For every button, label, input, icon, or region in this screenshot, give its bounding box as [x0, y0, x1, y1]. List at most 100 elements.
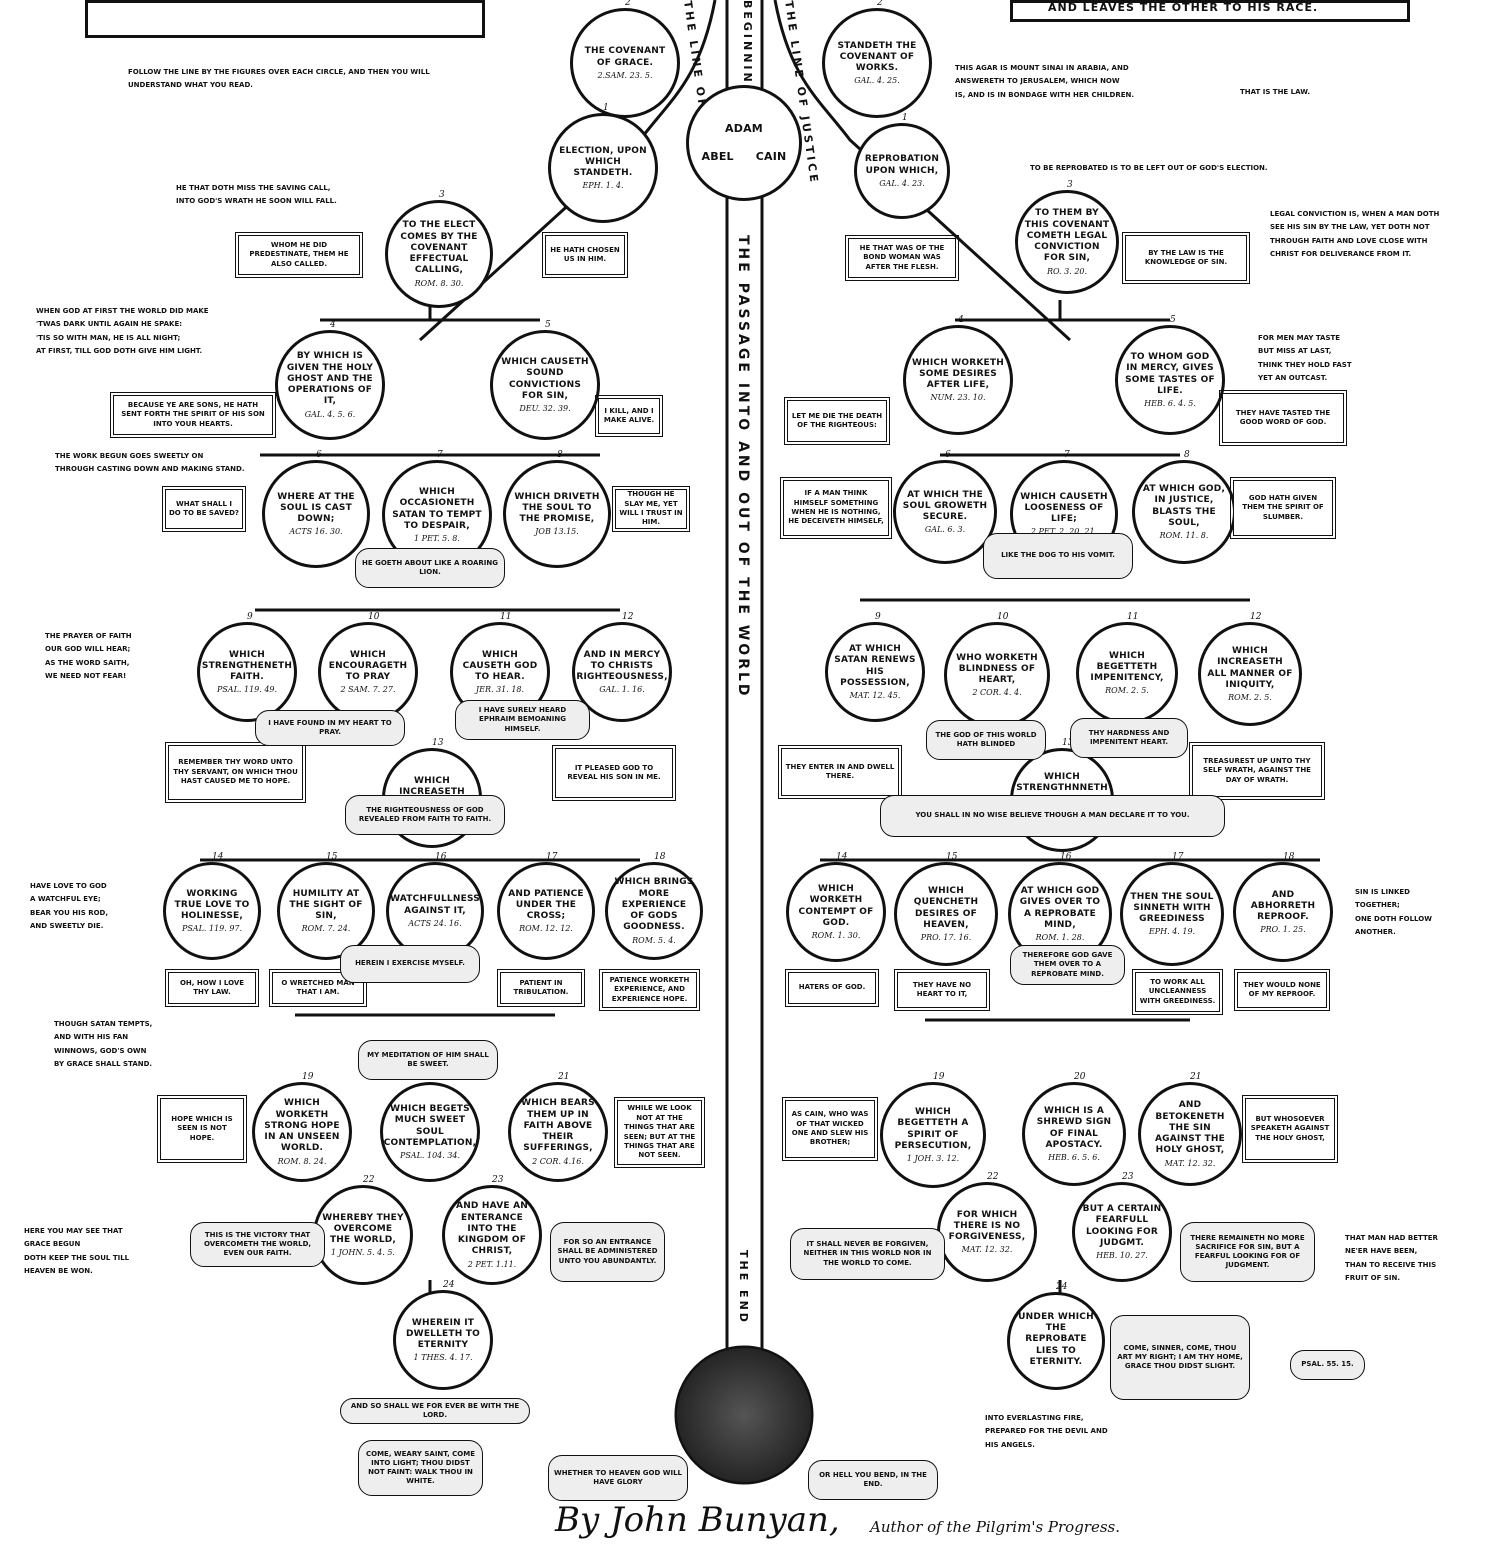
justice-circle-number: 16	[1060, 852, 1072, 862]
justice-circle-number: 9	[875, 612, 881, 622]
grace-text-box: HOPE WHICH IS SEEN IS NOT HOPE.	[157, 1095, 247, 1163]
grace-circle-number: 5	[545, 320, 551, 330]
justice-circle-text: AT WHICH GOD GIVES OVER TO A REPROBATE M…	[1019, 886, 1101, 930]
justice-text-box: HE THAT WAS OF THE BOND WOMAN WAS AFTER …	[845, 235, 959, 281]
grace-circle-ref: 2 SAM. 7. 27.	[340, 685, 396, 695]
justice-circle-text: WHICH WORKETH CONTEMPT OF GOD.	[798, 884, 874, 928]
justice-verse: LEGAL CONVICTION IS, WHEN A MAN DOTH SEE…	[1270, 210, 1440, 258]
justice-scroll-banner: IT SHALL NEVER BE FORGIVEN, NEITHER IN T…	[790, 1228, 945, 1280]
justice-circle-number: 8	[1184, 450, 1190, 460]
grace-circle-number: 21	[558, 1072, 570, 1082]
grace-circle-ref: 2.SAM. 23. 5.	[597, 70, 653, 80]
grace-scroll-banner: HE GOETH ABOUT LIKE A ROARING LION.	[355, 548, 505, 588]
grace-circle-text: AND HAVE AN ENTERANCE INTO THE KINGDOM O…	[456, 1201, 528, 1257]
justice-circle-number: 5	[1170, 315, 1176, 325]
justice-circle-ref: EPH. 4. 19.	[1148, 927, 1196, 937]
top-right-caption: AND LEAVES THE OTHER TO HIS RACE.	[1048, 1, 1319, 14]
justice-circle-text: UNDER WHICH THE REPROBATE LIES TO ETERNI…	[1018, 1311, 1094, 1367]
justice-circle-number: 21	[1190, 1072, 1202, 1082]
passage-label: THE PASSAGE INTO AND OUT OF THE WORLD	[735, 235, 751, 699]
justice-circle-text: AND ABHORRETH REPROOF.	[1250, 889, 1316, 923]
footer-right-scroll: OR HELL YOU BEND, IN THE END.	[808, 1460, 938, 1500]
grace-circle-number: 8	[557, 450, 563, 460]
grace-circle-ref: EPH. 1. 4.	[582, 181, 624, 191]
justice-verse: INTO EVERLASTING FIRE, PREPARED FOR THE …	[985, 1414, 1108, 1449]
grace-circle-ref: 1 PET. 5. 8.	[414, 534, 460, 543]
justice-circle-ref: PRO. 1. 25.	[1260, 925, 1306, 935]
instruction-text: FOLLOW THE LINE BY THE FIGURES OVER EACH…	[128, 68, 430, 90]
justice-text-box: AS CAIN, WHO WAS OF THAT WICKED ONE AND …	[782, 1097, 878, 1161]
justice-circle-ref: ROM. 1. 28.	[1035, 933, 1085, 942]
justice-circle-number: 2	[877, 0, 883, 8]
justice-circle-ref: MAT. 12. 45.	[849, 691, 901, 700]
justice-text-box: THEY HAVE TASTED THE GOOD WORD OF GOD.	[1219, 390, 1347, 446]
cain-label: CAIN	[755, 150, 787, 163]
grace-circle-number: 18	[654, 852, 666, 862]
justice-circle-number: 1	[902, 113, 908, 123]
grace-circle-text: HUMILITY AT THE SIGHT OF SIN,	[289, 888, 363, 922]
grace-scroll-banner: MY MEDITATION OF HIM SHALL BE SWEET.	[358, 1040, 498, 1080]
grace-verse: WHEN GOD AT FIRST THE WORLD DID MAKE 'TW…	[36, 307, 209, 355]
grace-circle-text: WHICH BRINGS MORE EXPERIENCE OF GODS GOO…	[614, 877, 694, 933]
justice-circle-ref: ROM. 2. 5.	[1228, 693, 1272, 702]
justice-circle-ref: HEB. 10. 27.	[1096, 1251, 1148, 1260]
grace-circle-number: 15	[326, 852, 338, 862]
justice-text-box: BY THE LAW IS THE KNOWLEDGE OF SIN.	[1122, 232, 1250, 284]
grace-circle-text: WORKING TRUE LOVE TO HOLINESSE,	[174, 888, 250, 922]
grace-circle-ref: JER. 31. 18.	[475, 685, 525, 695]
justice-text-box: GOD HATH GIVEN THEM THE SPIRIT OF SLUMBE…	[1230, 477, 1336, 539]
justice-circle-text: FOR WHICH THERE IS NO FORGIVENESS,	[948, 1209, 1026, 1243]
justice-circle-ref: NUM. 23. 10.	[930, 393, 986, 403]
grace-text-box: WHOM HE DID PREDESTINATE, THEM HE ALSO C…	[235, 232, 363, 278]
grace-circle-number: 17	[546, 852, 558, 862]
abel-label: ABEL	[701, 150, 734, 163]
justice-circle-number: 20	[1074, 1072, 1086, 1082]
justice-circle-ref: 2 COR. 4. 4.	[972, 688, 1022, 698]
signature-by: By John Bunyan,	[555, 1500, 840, 1540]
justice-circle-text: WHICH BEGETTETH IMPENITENCY,	[1090, 650, 1164, 684]
grace-scroll-banner: HEREIN I EXERCISE MYSELF.	[340, 945, 480, 983]
justice-circle-text: WHICH IS A SHREWD SIGN OF FINAL APOSTACY…	[1036, 1106, 1112, 1150]
adam-circle: ADAM ABEL CAIN	[686, 85, 802, 201]
grace-circle-number: 22	[363, 1175, 375, 1185]
justice-circle-ref: GAL. 4. 23.	[879, 178, 925, 188]
justice-circle-number: 7	[1064, 450, 1070, 460]
justice-verse: FOR MEN MAY TASTE BUT MISS AT LAST, THIN…	[1258, 334, 1352, 382]
justice-scroll-banner: THEREFORE GOD GAVE THEM OVER TO A REPROB…	[1010, 945, 1125, 985]
justice-text-box: THEY HAVE NO HEART TO IT,	[894, 969, 990, 1011]
justice-circle-number: 19	[933, 1072, 945, 1082]
grace-circle-number: 13	[432, 738, 444, 748]
grace-verse: THE PRAYER OF FAITH OUR GOD WILL HEAR; A…	[45, 632, 132, 680]
justice-verse: SIN IS LINKED TOGETHER; ONE DOTH FOLLOW …	[1355, 888, 1432, 936]
justice-circle-number: 3	[1067, 180, 1073, 190]
top-left-frame	[85, 0, 485, 38]
justice-circle-text: THEN THE SOUL SINNETH WITH GREEDINESS	[1130, 891, 1214, 925]
grace-circle-number: 4	[330, 320, 336, 330]
justice-circle-text: REPROBATION UPON WHICH,	[864, 154, 940, 176]
justice-circle-ref: MAT. 12. 32.	[1164, 1158, 1216, 1168]
end-globe	[677, 1348, 811, 1482]
grace-circle-text: TO THE ELECT COMES BY THE COVENANT EFFEC…	[400, 220, 478, 276]
grace-circle-ref: ROM. 12. 12.	[519, 924, 573, 934]
justice-text-box: THEY WOULD NONE OF MY REPROOF.	[1234, 969, 1330, 1011]
grace-verse: HAVE LOVE TO GOD A WATCHFUL EYE; BEAR YO…	[30, 882, 109, 930]
grace-circle-number: 6	[316, 450, 322, 460]
grace-circle-number: 16	[435, 852, 447, 862]
grace-circle-text: ELECTION, UPON WHICH STANDETH.	[559, 145, 647, 179]
grace-circle-text: WHICH BEGETS MUCH SWEET SOUL CONTEMPLATI…	[383, 1104, 477, 1148]
grace-circle-text: WHICH CAUSETH GOD TO HEAR.	[462, 649, 538, 683]
grace-circle-ref: ACTS 16. 30.	[289, 527, 343, 537]
